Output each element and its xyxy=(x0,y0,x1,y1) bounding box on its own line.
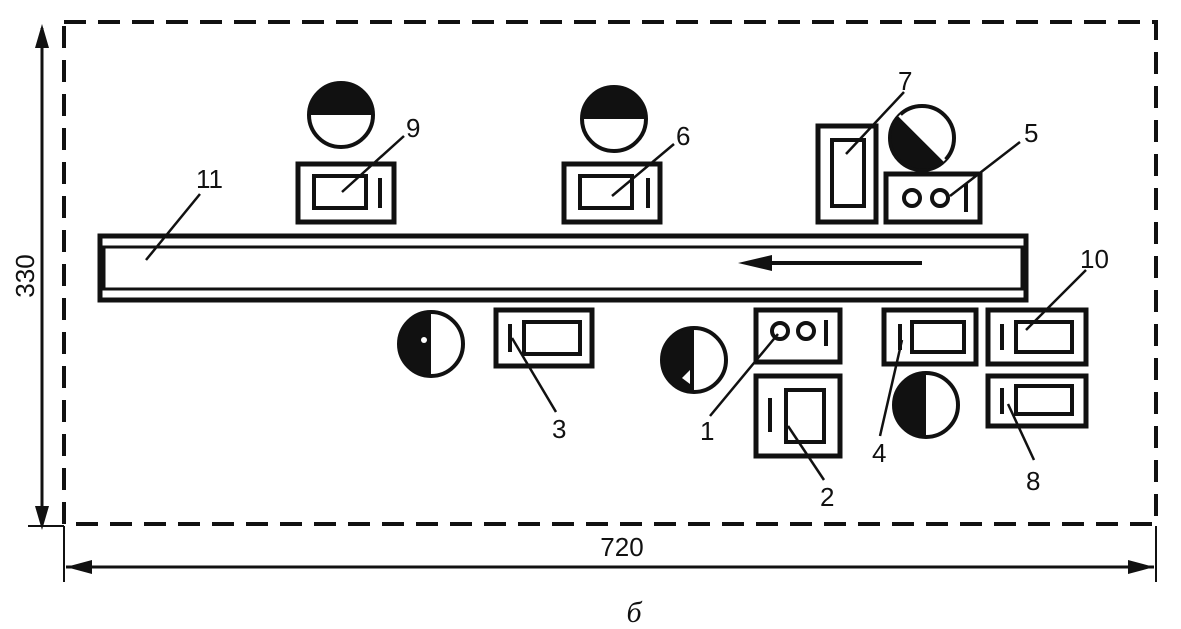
operator-5-icon xyxy=(888,104,956,172)
label-8: 8 xyxy=(1026,466,1040,496)
label-6: 6 xyxy=(676,121,690,151)
height-label: 330 xyxy=(10,254,40,297)
label-11: 11 xyxy=(196,164,223,194)
unit-7: 7 xyxy=(815,66,912,225)
operator-4-icon xyxy=(892,371,960,439)
label-4: 4 xyxy=(872,438,886,468)
workstation-6: 6 xyxy=(561,85,690,225)
leader-8 xyxy=(1006,403,1036,461)
workstation-10: 10 xyxy=(985,244,1109,367)
leader-6 xyxy=(611,143,675,197)
workstation-5: 5 xyxy=(883,104,1038,225)
figure-caption: б xyxy=(626,596,642,629)
width-label: 720 xyxy=(600,532,643,562)
operator-3-icon xyxy=(397,310,465,378)
width-dimension: 720 xyxy=(63,526,1157,582)
label-7: 7 xyxy=(898,66,912,96)
label-3: 3 xyxy=(552,414,566,444)
operator-6-icon xyxy=(580,85,648,153)
conveyor-11: 11 xyxy=(97,164,1029,303)
label-5: 5 xyxy=(1024,118,1038,148)
operator-1-icon xyxy=(660,326,728,394)
leader-10 xyxy=(1025,269,1087,331)
operator-9-icon xyxy=(307,81,375,149)
workstation-4: 4 xyxy=(872,307,979,468)
unit-2: 2 xyxy=(753,373,843,512)
height-dimension: 330 xyxy=(10,24,64,530)
room-boundary xyxy=(62,20,1158,526)
leader-5 xyxy=(949,141,1021,197)
workstation-1: 1 xyxy=(660,307,843,446)
workstation-3: 3 xyxy=(397,307,595,444)
label-10: 10 xyxy=(1080,244,1109,274)
leader-9 xyxy=(341,135,405,193)
leader-3 xyxy=(510,337,558,413)
leader-4 xyxy=(878,339,904,437)
leader-7 xyxy=(845,91,905,155)
leader-2 xyxy=(786,425,826,481)
label-2: 2 xyxy=(820,482,834,512)
label-1: 1 xyxy=(700,416,714,446)
label-9: 9 xyxy=(406,113,420,143)
unit-8: 8 xyxy=(985,373,1089,496)
leader-11 xyxy=(145,193,201,261)
flow-direction-arrow-icon xyxy=(738,255,772,271)
workstation-9: 9 xyxy=(295,81,420,225)
leader-1 xyxy=(709,333,779,417)
